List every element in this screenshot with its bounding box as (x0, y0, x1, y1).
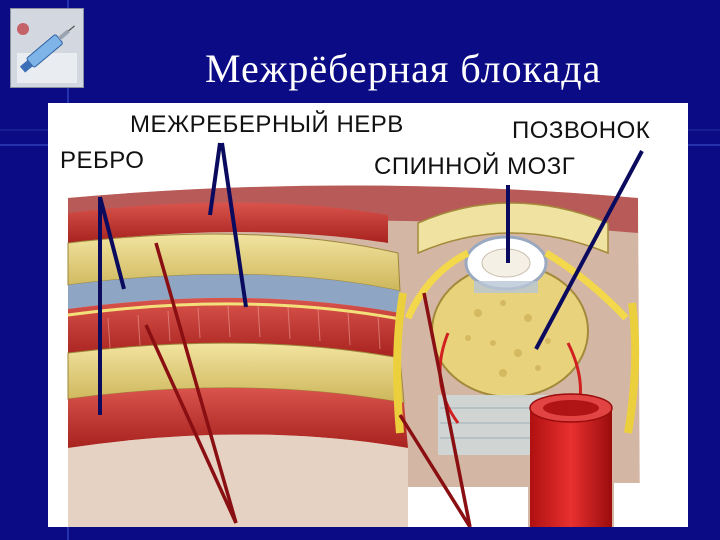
injection-line-1 (144, 324, 238, 524)
label-intercostal-nerve: МЕЖРЕБЕРНЫЙ НЕРВ (130, 111, 404, 138)
anatomy-figure: МЕЖРЕБЕРНЫЙ НЕРВ ПОЗВОНОК РЕБРО СПИННОЙ … (48, 103, 688, 527)
aorta (530, 408, 612, 527)
nerve-pointer-1 (208, 142, 222, 216)
slide-title: Межрёберная блокада (205, 46, 602, 91)
nerve-root-left (404, 249, 470, 320)
pointer-lines (98, 142, 644, 415)
intercostal-muscle (68, 297, 400, 358)
upper-intercostal-muscle (68, 202, 388, 243)
label-rib: РЕБРО (60, 147, 145, 174)
injection-line-3 (422, 292, 472, 527)
vertebra-pointer (534, 150, 644, 350)
nerve-root-right (544, 249, 629, 321)
lower-intercostal-muscle (68, 387, 408, 448)
intercostal-space-upper (68, 274, 400, 313)
intercostal-nerve-bundle (67, 302, 401, 321)
label-vertebra: ПОЗВОНОК (512, 117, 651, 144)
syringe-thumbnail (10, 8, 84, 88)
syringe-icon (11, 9, 83, 87)
rib-pointer-2 (98, 196, 126, 290)
injection-line-4 (398, 414, 472, 527)
injection-line-2 (154, 242, 238, 524)
anatomy-illustration (67, 103, 688, 527)
nerve-pointer-2 (220, 142, 248, 308)
injection-lines (144, 242, 472, 527)
label-spinal-cord: СПИННОЙ МОЗГ (374, 153, 576, 180)
